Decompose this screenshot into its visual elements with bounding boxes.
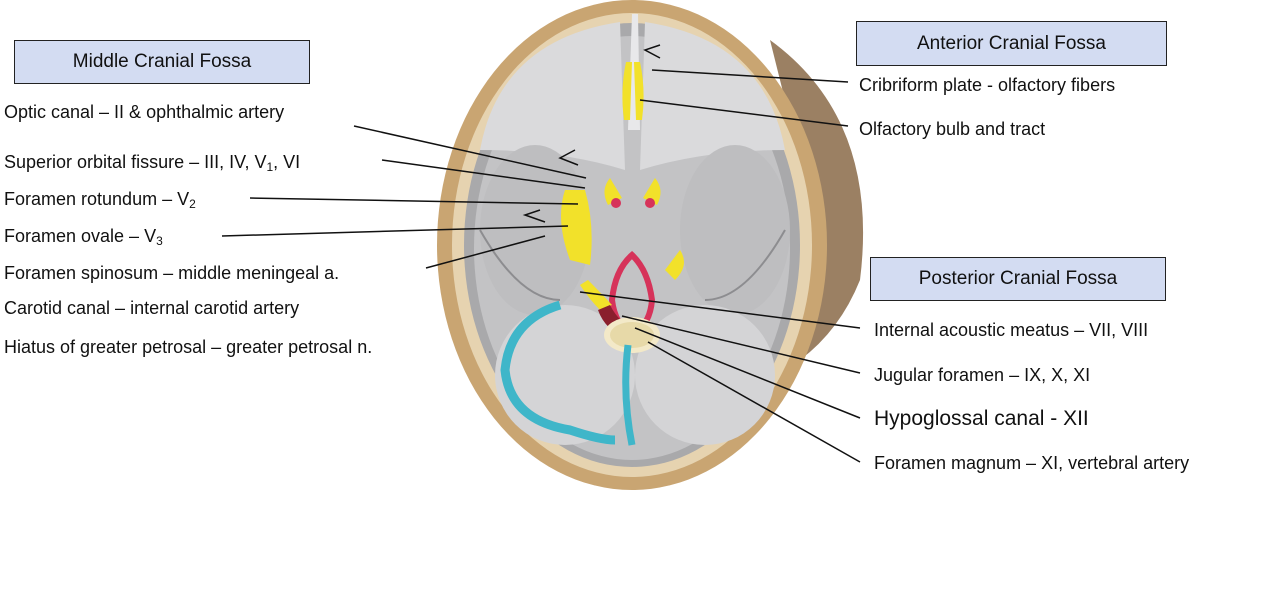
anterior-fossa-left [480, 22, 625, 170]
foramen-rotundum-label: Foramen rotundum – V2 [4, 188, 196, 210]
carotid-canal-label: Carotid canal – internal carotid artery [4, 297, 299, 319]
anterior-cranial-fossa-box: Anterior Cranial Fossa [856, 21, 1167, 66]
foramen-ovale-label: Foramen ovale – V3 [4, 225, 163, 247]
anterior-fossa-right [640, 22, 785, 170]
internal-acoustic-meatus-label: Internal acoustic meatus – VII, VIII [874, 319, 1148, 341]
middle-cranial-fossa-box: Middle Cranial Fossa [14, 40, 310, 84]
cribriform-plate-label: Cribriform plate - olfactory fibers [859, 74, 1115, 96]
olfactory-bulb-label: Olfactory bulb and tract [859, 118, 1045, 140]
foramen-magnum-label: Foramen magnum – XI, vertebral artery [874, 452, 1189, 474]
foramen-spinosum-label: Foramen spinosum – middle meningeal a. [4, 262, 339, 284]
hypoglossal-canal-label: Hypoglossal canal - XII [874, 408, 1089, 430]
jugular-foramen-label: Jugular foramen – IX, X, XI [874, 364, 1090, 386]
posterior-cranial-fossa-box: Posterior Cranial Fossa [870, 257, 1166, 301]
optic-canal-label: Optic canal – II & ophthalmic artery [4, 101, 284, 123]
carotid-right [645, 198, 655, 208]
superior-orbital-fissure-label: Superior orbital fissure – III, IV, V1, … [4, 151, 300, 173]
hiatus-greater-petrosal-label: Hiatus of greater petrosal – greater pet… [4, 336, 372, 358]
carotid-left [611, 198, 621, 208]
foramen-magnum-rim [610, 322, 654, 348]
